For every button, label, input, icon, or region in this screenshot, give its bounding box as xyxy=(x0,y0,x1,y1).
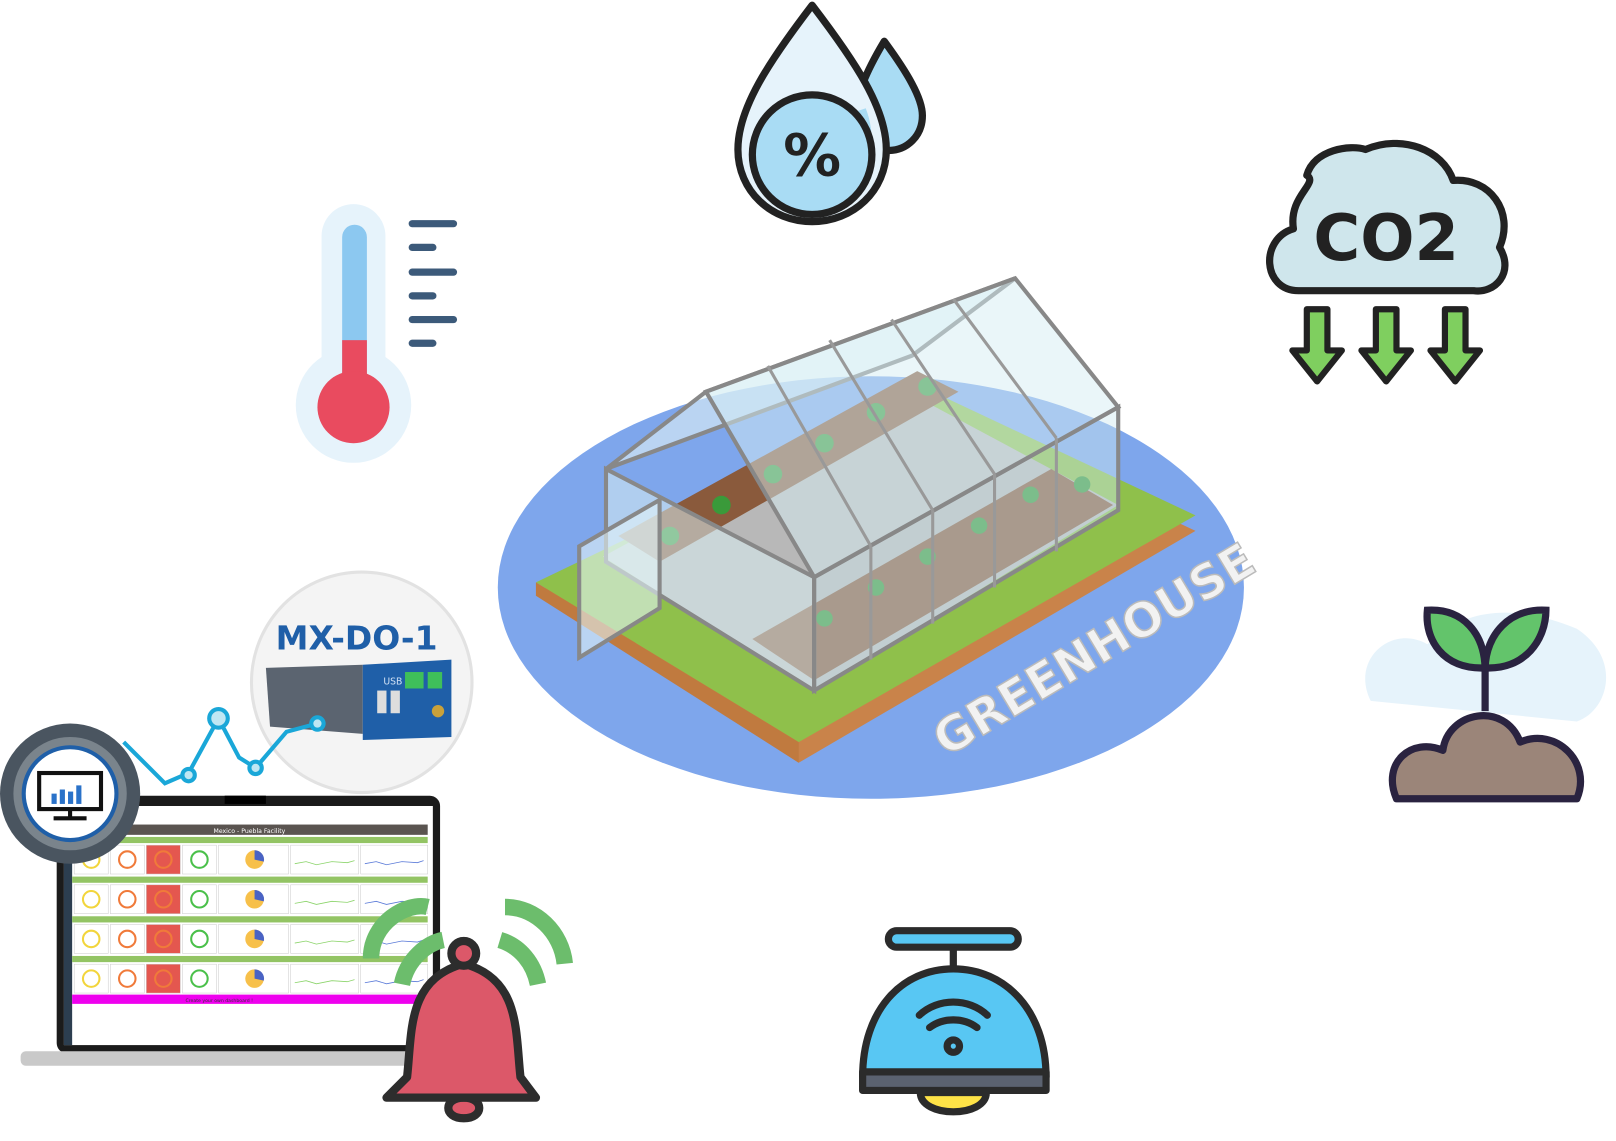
pie-slice xyxy=(254,850,265,862)
down-arrow-icon xyxy=(1358,306,1414,385)
dashboard-widget xyxy=(360,844,428,875)
gauge xyxy=(81,929,101,949)
voltage-line xyxy=(294,899,355,905)
pie-slice xyxy=(254,969,265,981)
gauge xyxy=(154,850,173,869)
gauge xyxy=(190,850,209,869)
dashboard-widget xyxy=(146,884,181,914)
thermometer-icon xyxy=(295,204,458,463)
gauge xyxy=(81,889,101,909)
dashboard-widget xyxy=(290,844,359,875)
dashboard-widget xyxy=(73,884,109,914)
trend-line xyxy=(122,707,326,786)
gauge xyxy=(190,929,209,949)
dashboard-widget xyxy=(290,924,359,954)
dashboard-widget xyxy=(110,963,145,994)
dashboard-widget xyxy=(182,884,217,914)
dashboard-widget xyxy=(110,884,145,914)
water-drop-icon: % xyxy=(734,1,927,226)
monitor-chart-icon xyxy=(0,723,141,864)
dashboard-widget xyxy=(73,924,109,954)
greenhouse-illustration: GREENHOUSE xyxy=(497,275,1266,799)
usb-label: USB xyxy=(383,676,402,687)
gauge xyxy=(118,969,137,988)
down-arrow-icon xyxy=(1427,306,1484,385)
co2-label: CO2 xyxy=(1313,202,1459,276)
voltage-line xyxy=(294,860,355,866)
dashboard-widget xyxy=(110,844,145,875)
mx-do-1-device-image: USB xyxy=(265,659,452,741)
gauge xyxy=(118,929,137,949)
dashboard-widget xyxy=(146,963,181,994)
dashboard-widget xyxy=(182,844,217,875)
laptop: Mexico - Puebla Facility Create your own… xyxy=(20,795,441,1066)
dashboard-row-header xyxy=(72,836,428,844)
gauge xyxy=(81,969,101,988)
down-arrow-icon xyxy=(1289,306,1345,385)
dashboard-widget xyxy=(182,924,217,954)
voltage-line xyxy=(294,979,355,985)
dashboard-row-header xyxy=(72,876,428,883)
sprout-icon xyxy=(1365,606,1607,803)
pie-slice xyxy=(254,929,265,942)
dashboard-title: Mexico - Puebla Facility xyxy=(214,828,286,835)
dashboard-widget xyxy=(290,963,359,994)
dashboard-widget xyxy=(73,963,109,994)
device-badge: MX-DO-1 USB xyxy=(249,570,474,795)
wifi-icon xyxy=(915,998,991,1056)
gauge xyxy=(154,969,173,988)
dashboard-row-header xyxy=(72,955,428,963)
dashboard-row-header xyxy=(72,916,428,923)
gauge xyxy=(154,889,173,909)
dashboard-widget xyxy=(146,924,181,954)
pie-slice xyxy=(254,889,265,902)
gauge xyxy=(118,850,137,869)
dashboard-footer: Create your own dashboard ! xyxy=(186,998,254,1004)
dashboard-widget xyxy=(146,844,181,875)
gauge xyxy=(190,889,209,909)
voltage-line xyxy=(294,939,355,945)
bell-icon xyxy=(362,898,573,1123)
gauge xyxy=(118,889,137,909)
co2-cloud-icon: CO2 xyxy=(1266,139,1509,385)
gauge xyxy=(190,969,209,988)
voltage-line xyxy=(364,860,424,866)
device-model-label: MX-DO-1 xyxy=(276,618,438,657)
smart-lamp-icon xyxy=(859,927,1050,1116)
humidity-percent-symbol: % xyxy=(783,121,841,189)
dashboard-widget xyxy=(110,924,145,954)
gauge xyxy=(154,929,173,949)
dashboard-widget xyxy=(182,963,217,994)
dashboard-widget xyxy=(290,884,359,914)
dashboard-widget xyxy=(360,963,428,994)
